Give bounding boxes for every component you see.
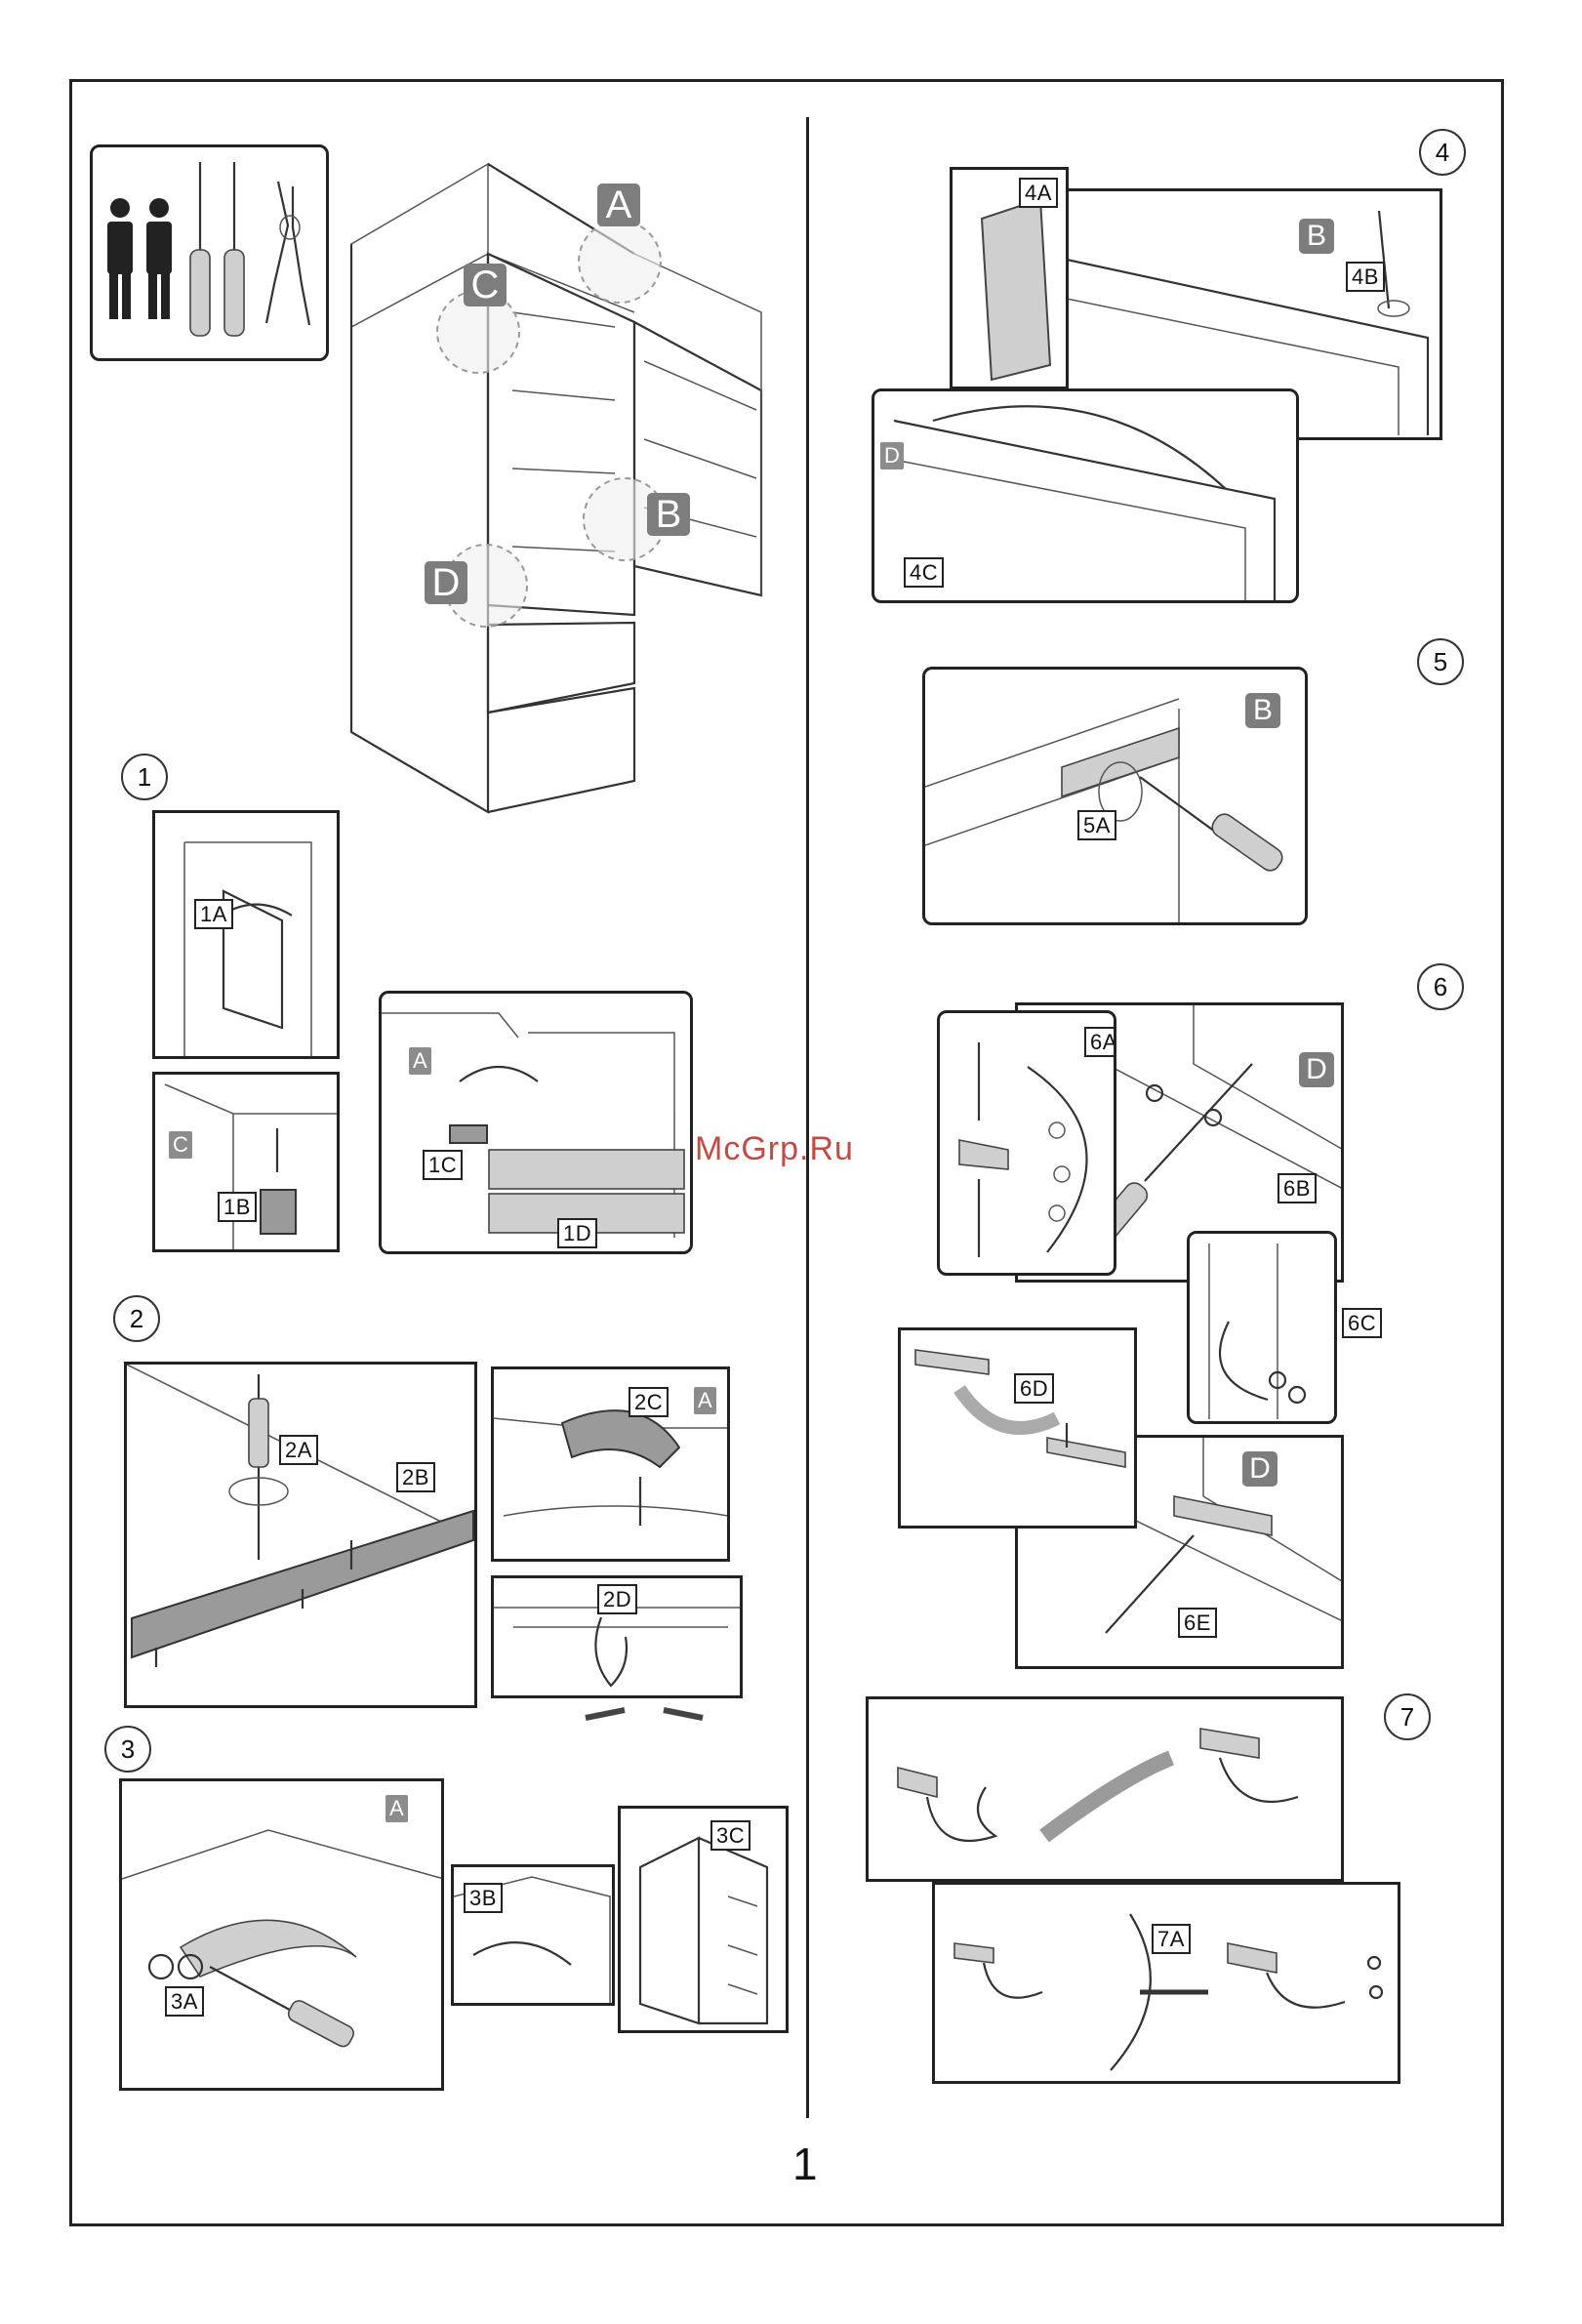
label-7a: 7A — [1152, 1924, 1191, 1954]
panel-7a: 7A — [932, 1882, 1400, 2084]
zone-a-label: A — [597, 183, 640, 226]
step-6-number: 6 — [1417, 963, 1464, 1010]
label-4a: 4A — [1019, 178, 1058, 208]
label-6e: 6E — [1178, 1608, 1217, 1638]
zone-a-tag-2: A — [694, 1387, 716, 1414]
panel-6c — [1187, 1231, 1337, 1424]
panel-5a: B 5A — [922, 667, 1308, 925]
zone-d-label: D — [425, 561, 467, 604]
zone-b-label-5: B — [1245, 693, 1280, 728]
zone-d-label-6: D — [1299, 1052, 1334, 1087]
label-1b: 1B — [218, 1192, 257, 1222]
panel-1a: 1A — [152, 810, 340, 1059]
panel-3b: 3B — [451, 1864, 615, 2006]
label-5a: 5A — [1077, 810, 1116, 840]
label-2c: 2C — [629, 1387, 669, 1417]
panel-4a: 4A — [950, 167, 1069, 389]
panel-7-top — [866, 1696, 1344, 1882]
panel-1c-1d: A 1C 1D — [379, 991, 693, 1254]
panel-6a: 6A — [937, 1010, 1116, 1276]
step-1-number: 1 — [121, 754, 168, 800]
zone-a-tag-3: A — [385, 1795, 408, 1822]
label-4c: 4C — [904, 557, 944, 588]
tools-panel — [90, 144, 329, 361]
step-3-number: 3 — [104, 1726, 151, 1773]
fridge-drawing — [342, 156, 781, 820]
label-1a: 1A — [194, 899, 233, 929]
panel-1b: C 1B — [152, 1072, 340, 1252]
zone-d-tag-4: D — [880, 442, 904, 469]
label-6c: 6C — [1342, 1308, 1382, 1338]
panel-3c: 3C — [618, 1806, 789, 2033]
step-4-number: 4 — [1419, 129, 1466, 176]
label-3c: 3C — [710, 1820, 750, 1851]
zone-b-label-4: B — [1299, 219, 1334, 254]
page-number: 1 — [792, 2138, 818, 2190]
zone-c-tag: C — [169, 1131, 192, 1159]
zone-a-tag-1: A — [409, 1047, 431, 1075]
fridge-overview: A C B D — [342, 156, 781, 820]
panel-2d: 2D — [491, 1575, 743, 1698]
label-2b: 2B — [396, 1462, 435, 1492]
step-5-number: 5 — [1417, 638, 1464, 685]
panel-2c: 2C A — [491, 1366, 730, 1562]
label-2a: 2A — [279, 1435, 318, 1465]
step-7-number: 7 — [1384, 1693, 1431, 1740]
label-4b: 4B — [1346, 262, 1385, 292]
watermark-text: McGrp.Ru — [695, 1130, 854, 1168]
label-1d: 1D — [557, 1218, 597, 1248]
panel-3a: A 3A — [119, 1778, 444, 2091]
panel-4c: D 4C — [872, 388, 1299, 603]
label-3b: 3B — [464, 1883, 503, 1913]
label-6a: 6A — [1084, 1027, 1116, 1057]
label-6d: 6D — [1014, 1373, 1054, 1404]
label-2d: 2D — [597, 1584, 637, 1614]
column-divider — [806, 117, 809, 2118]
panel-2a-2b: 2A 2B — [124, 1362, 477, 1708]
zone-b-label: B — [647, 493, 690, 536]
label-1c: 1C — [423, 1150, 463, 1180]
step-2-number: 2 — [113, 1295, 160, 1342]
label-6b: 6B — [1278, 1173, 1317, 1203]
people-and-tools-icon — [93, 147, 329, 361]
zone-d-label-6e: D — [1242, 1451, 1278, 1487]
label-3a: 3A — [165, 1986, 204, 2017]
zone-c-label: C — [464, 264, 507, 306]
panel-6d: 6D — [898, 1327, 1137, 1529]
